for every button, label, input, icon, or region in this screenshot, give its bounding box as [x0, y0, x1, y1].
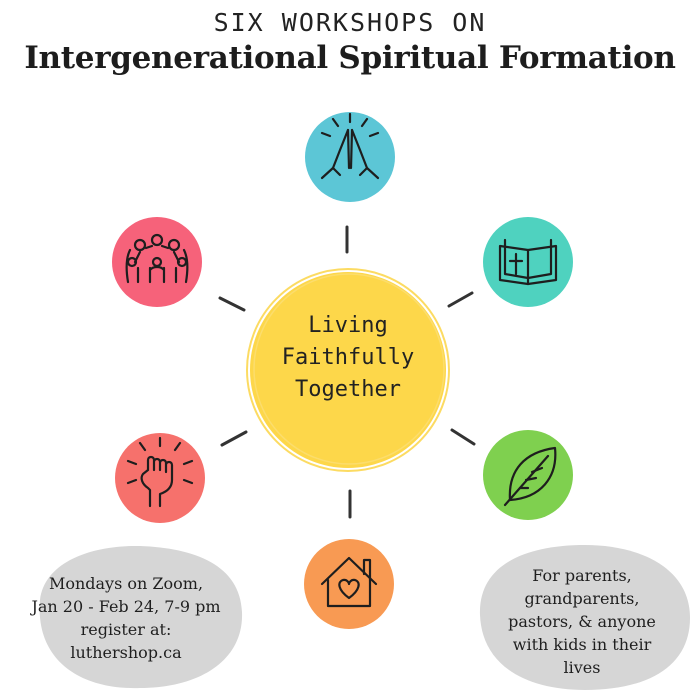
- schedule-line-1: Mondays on Zoom,: [48, 574, 204, 593]
- praying-hands-icon: [320, 112, 380, 180]
- audience-line-1: For parents,: [532, 566, 632, 585]
- audience-line-2: grandparents,: [524, 589, 640, 608]
- node-fist: [115, 433, 205, 523]
- center-line-3: Together: [295, 377, 401, 402]
- house-heart-icon: [320, 556, 378, 608]
- bible-icon: [498, 238, 558, 286]
- connector-bottom-right: [450, 428, 476, 446]
- center-line-1: Living: [308, 313, 388, 338]
- center-line-2: Faithfully: [281, 345, 415, 370]
- audience-line-4: with kids in their: [512, 635, 652, 654]
- schedule-info: Mondays on Zoom, Jan 20 - Feb 24, 7-9 pm…: [26, 572, 226, 664]
- audience-line-3: pastors, & anyone: [508, 612, 656, 631]
- audience-line-5: lives: [563, 658, 601, 677]
- connector-top-right: [447, 291, 474, 308]
- family-circle-icon: [125, 233, 189, 284]
- node-family: [112, 217, 202, 307]
- raised-fist-icon: [126, 436, 194, 508]
- info-blob-left: [39, 545, 243, 689]
- center-circle: [250, 272, 446, 468]
- center-label: Living Faithfully Together: [250, 310, 446, 406]
- audience-info: For parents, grandparents, pastors, & an…: [492, 564, 672, 679]
- schedule-line-4: luthershop.ca: [70, 643, 182, 662]
- schedule-line-3: register at:: [80, 620, 172, 639]
- subtitle: SIX WORKSHOPS ON: [213, 8, 487, 37]
- connector-top-left: [218, 296, 246, 312]
- connector-bottom-left: [220, 430, 248, 447]
- schedule-line-2: Jan 20 - Feb 24, 7-9 pm: [31, 597, 221, 616]
- leaf-icon: [503, 446, 557, 507]
- info-blob-right: [479, 545, 690, 690]
- node-praying-hands: [305, 112, 395, 202]
- node-leaf: [483, 430, 573, 520]
- page-title: Intergenerational Spiritual Formation: [24, 40, 676, 76]
